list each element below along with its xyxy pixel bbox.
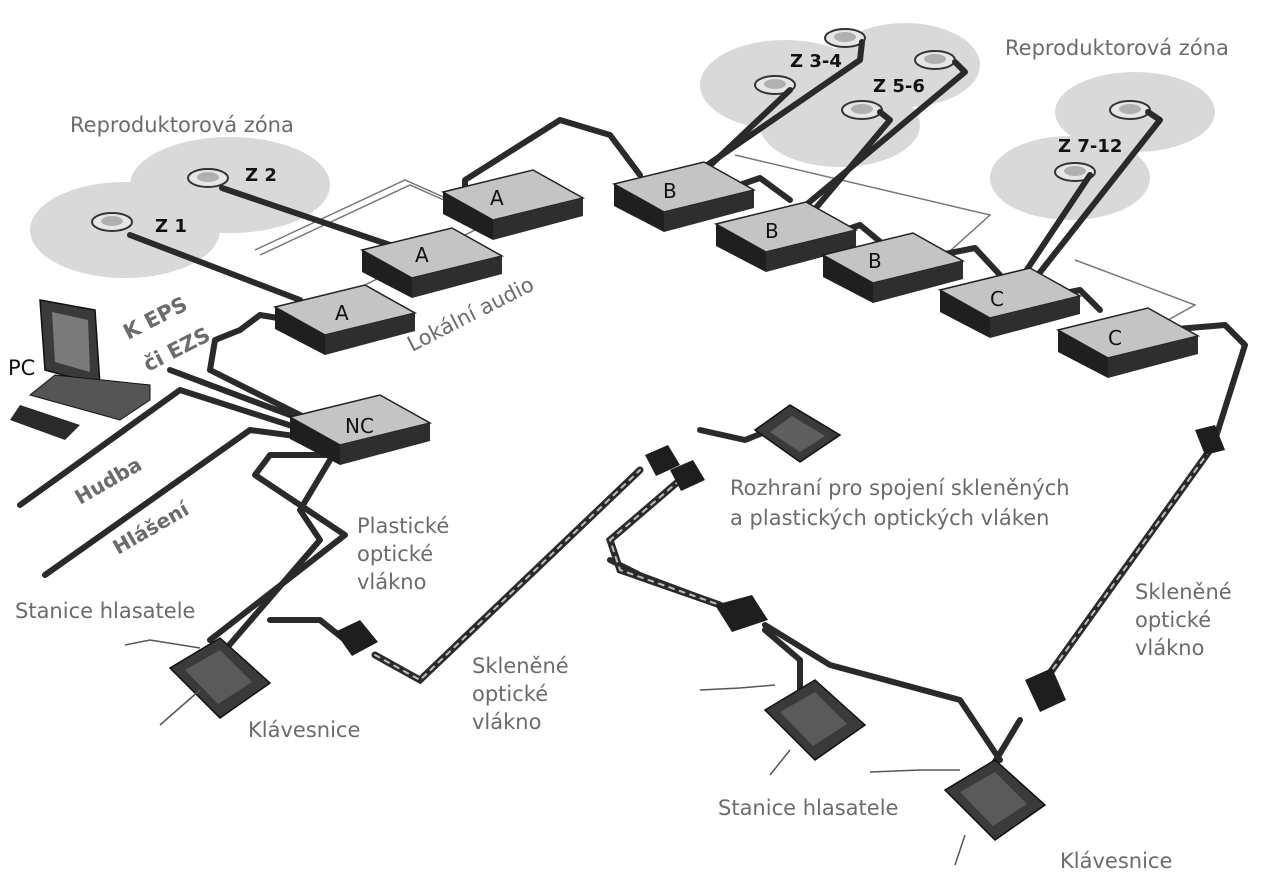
speaker-z6-icon bbox=[841, 100, 883, 120]
device-b-3: B bbox=[822, 232, 964, 304]
speaker-z1-icon bbox=[91, 212, 133, 232]
station-left-label: Stanice hlasatele bbox=[15, 599, 196, 623]
zone-z34-label: Z 3-4 bbox=[790, 51, 842, 72]
speaker-z5-icon bbox=[914, 50, 956, 70]
device-b-1: B bbox=[613, 161, 755, 233]
fiber-converter-right-top bbox=[1195, 425, 1225, 455]
fiber-converter-mid-2 bbox=[670, 460, 705, 491]
device-nc: NC bbox=[289, 394, 431, 466]
glass-fiber-right-label-line1: Skleněné bbox=[1135, 580, 1232, 604]
device-b-1-label: B bbox=[663, 179, 677, 203]
glass-fiber-right-label: Skleněné optické vlákno bbox=[1135, 578, 1232, 662]
speaker-z7-icon bbox=[1109, 100, 1151, 120]
fiber-converter-right-bottom bbox=[1025, 668, 1066, 712]
fiber-converter-bottom bbox=[715, 595, 768, 632]
cables bbox=[17, 39, 1248, 773]
zone-z712-label: Z 7-12 bbox=[1058, 136, 1122, 157]
keypad-left-label: Klávesnice bbox=[248, 718, 361, 742]
interface-label-line2: a plastických optických vláken bbox=[730, 506, 1050, 530]
keypad-right-bottom-icon bbox=[944, 759, 1046, 841]
fiber-converter-mid-1 bbox=[645, 445, 680, 476]
device-a-2: A bbox=[361, 227, 503, 299]
speaker-z2-icon bbox=[187, 168, 229, 188]
zone-z2-label: Z 2 bbox=[245, 165, 277, 186]
device-nc-label: NC bbox=[345, 414, 374, 438]
device-a-3-label: A bbox=[490, 186, 504, 210]
keypad-right-label: Klávesnice bbox=[1060, 849, 1173, 873]
zone-z1-label: Z 1 bbox=[155, 216, 187, 237]
glass-fiber-right-label-line3: vlákno bbox=[1135, 636, 1205, 660]
hlaseni-label: Hlášení bbox=[109, 496, 194, 559]
plastic-fiber-label: Plastické optické vlákno bbox=[357, 512, 449, 596]
zone-right-title: Reproduktorová zóna bbox=[1005, 36, 1229, 60]
device-b-3-label: B bbox=[868, 249, 882, 273]
plastic-fiber-label-line2: optické bbox=[357, 542, 434, 566]
device-c-2-label: C bbox=[1108, 326, 1122, 350]
pc-icon bbox=[10, 299, 151, 440]
glass-fiber-right-label-line2: optické bbox=[1135, 608, 1212, 632]
device-a-2-label: A bbox=[415, 243, 429, 267]
device-a-3: A bbox=[442, 169, 584, 241]
pc-label: PC bbox=[8, 356, 36, 380]
interface-label: Rozhraní pro spojení skleněných a plasti… bbox=[730, 473, 1070, 533]
device-b-2-label: B bbox=[765, 219, 779, 243]
device-c-1: C bbox=[939, 267, 1081, 339]
device-c-2: C bbox=[1057, 307, 1199, 379]
device-b-2: B bbox=[715, 201, 857, 273]
zone-z56-label: Z 5-6 bbox=[873, 76, 925, 97]
keypad-interface-icon bbox=[753, 404, 842, 463]
device-a-1-label: A bbox=[335, 301, 349, 325]
glass-fiber-mid-label-line3: vlákno bbox=[472, 710, 542, 734]
device-c-1-label: C bbox=[990, 287, 1004, 311]
station-right-label: Stanice hlasatele bbox=[718, 796, 899, 820]
keypad-left-icon bbox=[169, 637, 271, 719]
glass-fiber-cables bbox=[371, 446, 1214, 685]
zone-left-title: Reproduktorová zóna bbox=[70, 113, 294, 137]
interface-label-line1: Rozhraní pro spojení skleněných bbox=[730, 476, 1070, 500]
plastic-fiber-label-line3: vlákno bbox=[357, 570, 427, 594]
glass-fiber-mid-label-line2: optické bbox=[472, 682, 549, 706]
device-a-1: A bbox=[274, 284, 416, 356]
plastic-fiber-label-line1: Plastické bbox=[357, 514, 450, 538]
microphone-icons bbox=[124, 639, 966, 866]
fiber-converter-left bbox=[335, 620, 378, 656]
glass-fiber-mid-label: Skleněné optické vlákno bbox=[472, 652, 569, 736]
keypad-right-mid-icon bbox=[764, 679, 866, 761]
glass-fiber-mid-label-line1: Skleněné bbox=[472, 654, 569, 678]
